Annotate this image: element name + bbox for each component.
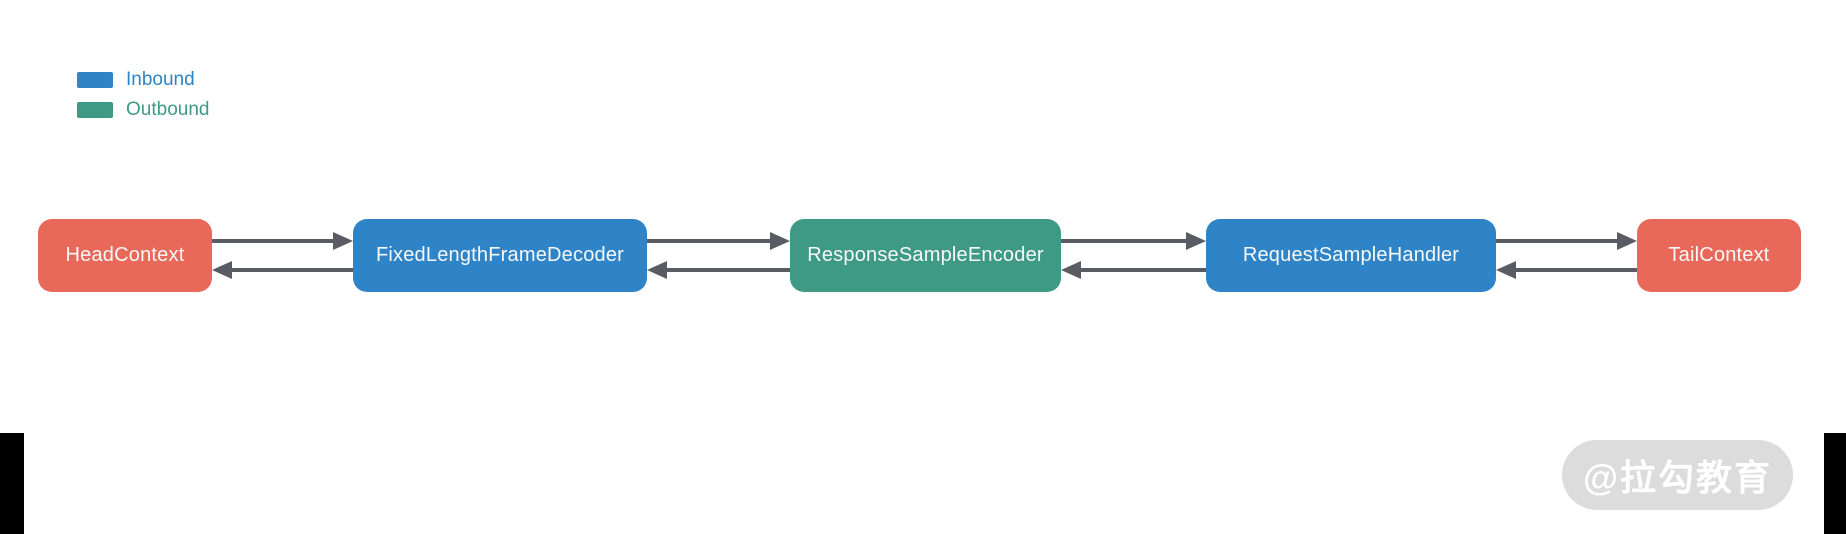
node-fixed-length-frame-decoder: FixedLengthFrameDecoder [353,219,647,292]
node-label: RequestSampleHandler [1242,244,1460,266]
watermark-badge: @拉勾教育 [1562,440,1793,510]
node-request-sample-handler: RequestSampleHandler [1206,219,1496,292]
arrow-inbound-2 [647,232,790,250]
screen-edge-bar-left [0,433,24,534]
arrow-inbound-4 [1496,232,1637,250]
legend-label-inbound: Inbound [126,69,195,90]
node-label: HeadContext [65,244,185,266]
inbound-color-swatch [77,72,113,88]
arrow-head-right-icon [770,232,790,250]
arrow-inbound-1 [212,232,353,250]
node-tail-context: TailContext [1637,219,1801,292]
arrow-head-right-icon [333,232,353,250]
screen-edge-bar-right [1824,433,1846,534]
arrow-line [1496,239,1620,243]
arrow-head-left-icon [212,261,232,279]
arrow-inbound-3 [1061,232,1206,250]
watermark-text: @拉勾教育 [1582,457,1773,498]
arrow-head-right-icon [1617,232,1637,250]
arrow-outbound-4 [1496,261,1637,279]
arrow-head-left-icon [1496,261,1516,279]
outbound-color-swatch [77,102,113,118]
arrow-outbound-2 [647,261,790,279]
legend-label-outbound: Outbound [126,99,210,120]
arrow-line [212,239,336,243]
node-head-context: HeadContext [38,219,212,292]
legend-item-outbound: Outbound [77,99,210,120]
arrow-head-left-icon [1061,261,1081,279]
node-label: FixedLengthFrameDecoder [375,244,625,266]
arrow-head-right-icon [1186,232,1206,250]
legend: Inbound Outbound [77,69,210,132]
arrow-line [229,268,353,272]
arrow-outbound-1 [212,261,353,279]
legend-item-inbound: Inbound [77,69,209,90]
arrow-head-left-icon [647,261,667,279]
node-response-sample-encoder: ResponseSampleEncoder [790,219,1061,292]
arrow-line [664,268,790,272]
arrow-line [1078,268,1206,272]
arrow-line [1061,239,1189,243]
arrow-line [1513,268,1637,272]
arrow-outbound-3 [1061,261,1206,279]
node-label: TailContext [1668,244,1770,266]
arrow-line [647,239,773,243]
node-label: ResponseSampleEncoder [807,244,1044,266]
